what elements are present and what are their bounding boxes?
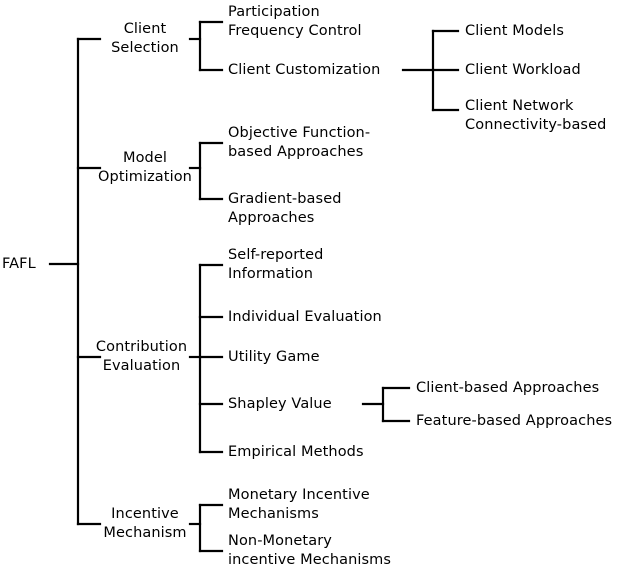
node-empirical-methods: Empirical Methods [228,444,364,460]
node-client-workload: Client Workload [465,62,581,78]
node-gradient-based-approaches: Gradient-based Approaches [228,191,342,226]
node-root: FAFL [2,256,36,272]
node-self-reported-information: Self-reported Information [228,247,324,282]
node-utility-game: Utility Game [228,349,320,365]
node-client-based-approaches: Client-based Approaches [416,380,600,396]
node-client-selection: Client Selection [111,21,179,56]
node-model-optimization: Model Optimization [98,150,192,185]
node-shapley-value: Shapley Value [228,396,332,412]
node-client-customization: Client Customization [228,62,381,78]
node-participation-frequency-control: Participation Frequency Control [228,4,362,39]
node-client-models: Client Models [465,23,564,39]
node-individual-evaluation: Individual Evaluation [228,309,382,325]
node-monetary-incentive-mechanisms: Monetary Incentive Mechanisms [228,487,370,522]
node-feature-based-approaches: Feature-based Approaches [416,413,613,429]
node-non-monetary-incentive-mechanisms: Non-Monetary incentive Mechanisms [228,533,392,568]
node-incentive-mechanism: Incentive Mechanism [103,506,187,541]
node-objective-function-based-approaches: Objective Function- based Approaches [228,125,371,160]
node-client-network-connectivity-based: Client Network Connectivity-based [465,98,607,133]
node-contribution-evaluation: Contribution Evaluation [95,339,188,374]
